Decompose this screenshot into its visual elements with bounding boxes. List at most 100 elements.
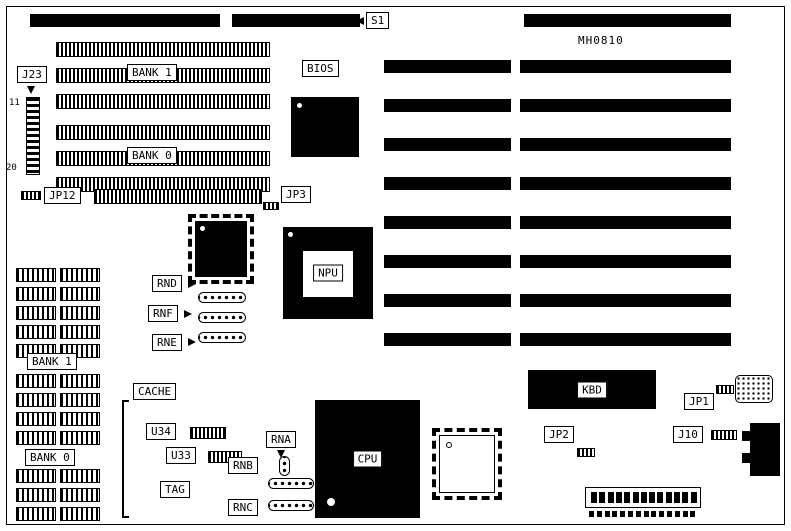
cpu-label: CPU: [352, 450, 383, 468]
cache-sram-chip: [16, 374, 56, 388]
rnd-label: RND: [152, 275, 182, 292]
cache-label: CACHE: [133, 383, 177, 400]
pin-header-pin: [599, 492, 606, 503]
power-connector-tab-2: [742, 453, 751, 463]
j10-pin-header: [711, 430, 737, 440]
npu-pin1-dot-icon: [288, 232, 293, 237]
solder-pad: [628, 511, 633, 517]
cache-sram-chip: [16, 488, 56, 502]
pin-header-pin: [674, 492, 680, 503]
s1-arrow-icon: [356, 17, 364, 25]
io-controller-qfp-chip: [432, 428, 502, 500]
solder-pad: [620, 511, 626, 517]
cache-sram-chip: [60, 287, 100, 301]
power-connector: [750, 423, 780, 476]
simm-bank0-label: BANK 0: [127, 147, 177, 164]
npu-label: NPU: [313, 264, 343, 282]
solder-pad: [674, 511, 680, 517]
cache-sram-chip: [16, 268, 56, 282]
keyboard-din-connector: [735, 375, 773, 403]
cache-sram-chip: [16, 431, 56, 445]
cache-sram-chip: [60, 412, 100, 426]
solder-pad: [690, 511, 696, 517]
pin-header-pin: [624, 492, 631, 503]
isa-slot-segment-short: [384, 60, 511, 73]
isa-slot-segment-long: [520, 333, 731, 346]
cache-sram-chip: [16, 306, 56, 320]
pin-header-pin: [607, 492, 614, 503]
bios-rom-chip: [291, 97, 359, 157]
simm-socket: [56, 94, 270, 109]
cache-sram-chip: [60, 393, 100, 407]
chipset-qfp-chip: [188, 214, 254, 284]
solder-pad: [667, 511, 672, 517]
cache-bracket: [122, 400, 129, 518]
jp12-label: JP12: [44, 187, 81, 204]
jp2-label: JP2: [544, 426, 574, 443]
pin-header-pin: [665, 492, 672, 503]
pin-header-pin: [591, 492, 597, 503]
solder-pad: [682, 511, 688, 517]
j10-label: J10: [673, 426, 703, 443]
isa-slot-segment-long: [520, 60, 731, 73]
solder-pad: [596, 511, 602, 517]
rne-arrow-icon: [188, 338, 196, 346]
pin-header-pin: [632, 492, 639, 503]
solder-pad: [659, 511, 665, 517]
io-controller-pin1-dot-icon: [446, 442, 452, 448]
cpu-socket: CPU: [315, 400, 420, 518]
solder-pad: [643, 511, 649, 517]
isa-slot-segment-short: [384, 138, 511, 151]
isa-slot-segment-long: [520, 294, 731, 307]
rnd-arrow-icon: [188, 280, 196, 288]
cache-sram-chip: [60, 469, 100, 483]
rnd-resistor-network: [198, 292, 246, 303]
npu-socket: NPU: [283, 227, 373, 319]
jp1-jumper-block: [716, 385, 734, 394]
solder-pad: [604, 511, 610, 517]
u34-label: U34: [146, 423, 176, 440]
cache-sram-chip: [60, 306, 100, 320]
j23-arrow-icon: [27, 86, 35, 94]
rnf-resistor-network: [198, 312, 246, 323]
isa-slot-segment-long: [520, 99, 731, 112]
isa-slot-segment-long: [520, 255, 731, 268]
isa-slot-segment-long: [520, 177, 731, 190]
edge-connector-2: [232, 14, 360, 27]
board-outline: [6, 6, 785, 525]
cache-sram-chip: [60, 507, 100, 521]
rnf-arrow-icon: [184, 310, 192, 318]
simm-bank1-label: BANK 1: [127, 64, 177, 81]
board-id-text: MH0810: [578, 34, 624, 47]
solder-pad: [589, 511, 594, 517]
chipset-pin1-dot-icon: [200, 226, 205, 231]
rnb-resistor-network: [268, 478, 314, 489]
jp3-label: JP3: [281, 186, 311, 203]
rnb-label: RNB: [228, 457, 258, 474]
isa-slot-segment-long: [520, 216, 731, 229]
isa-slot-segment-short: [384, 177, 511, 190]
u34-chip: [190, 427, 226, 439]
pin-header-pin: [615, 492, 622, 503]
cache-sram-chip: [16, 507, 56, 521]
cache-sram-chip: [60, 488, 100, 502]
pin-header-pin: [640, 492, 647, 503]
kbd-controller-chip: KBD: [528, 370, 656, 409]
isa-slot-top-right: [524, 14, 731, 27]
cache-sram-chip: [60, 431, 100, 445]
rnc-label: RNC: [228, 499, 258, 516]
isa-slot-segment-short: [384, 333, 511, 346]
jp12-jumper-block: [21, 191, 41, 200]
j23-pin-header: [26, 97, 40, 175]
rne-resistor-network: [198, 332, 246, 343]
power-connector-tab-1: [742, 431, 751, 441]
isa-slot-segment-short: [384, 255, 511, 268]
solder-pad: [635, 511, 641, 517]
cache-sram-chip: [60, 374, 100, 388]
rna-arrow-icon: [277, 450, 285, 458]
pin-header-pin: [682, 492, 689, 503]
rnf-label: RNF: [148, 305, 178, 322]
isa-slot-segment-short: [384, 216, 511, 229]
j23-label: J23: [17, 66, 47, 83]
cache-sram-chip: [16, 393, 56, 407]
